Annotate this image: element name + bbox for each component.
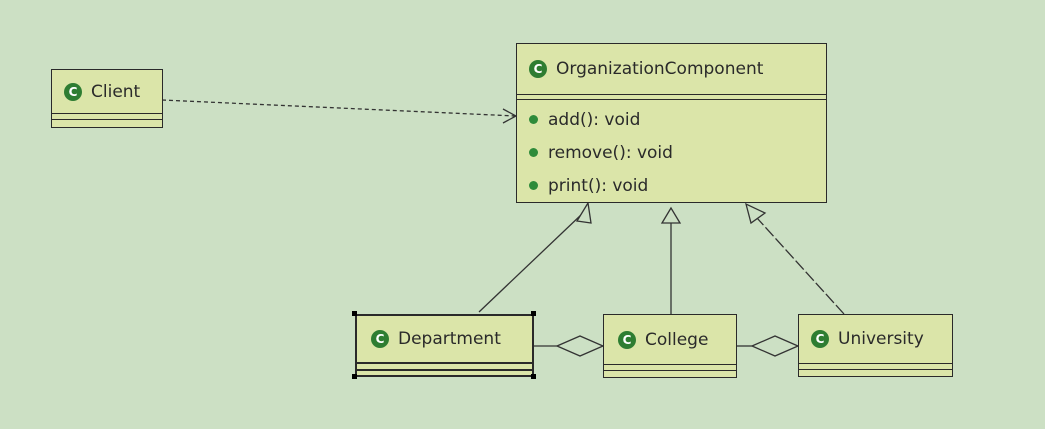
class-name: Client: [91, 81, 141, 102]
class-client[interactable]: C Client: [51, 69, 163, 128]
generalization-department[interactable]: [478, 201, 592, 313]
class-name: OrganizationComponent: [556, 59, 764, 79]
public-method-icon: [529, 148, 538, 157]
selection-handle[interactable]: [531, 374, 536, 379]
method-item[interactable]: remove(): void: [517, 136, 826, 169]
class-department[interactable]: C Department: [355, 314, 534, 377]
class-university[interactable]: C University: [798, 314, 953, 377]
class-icon: C: [811, 330, 829, 348]
selection-handle[interactable]: [352, 311, 357, 316]
method-signature: remove(): void: [548, 142, 673, 163]
class-icon: C: [618, 330, 636, 349]
method-list: add(): void remove(): void print(): void: [517, 100, 826, 202]
aggregation-college-university[interactable]: [737, 335, 800, 357]
class-name: College: [645, 329, 709, 350]
public-method-icon: [529, 181, 538, 190]
class-icon: C: [371, 330, 389, 348]
generalization-university[interactable]: [745, 202, 845, 315]
selection-handle[interactable]: [531, 311, 536, 316]
dependency-client-component[interactable]: [161, 99, 518, 124]
selection-handle[interactable]: [352, 374, 357, 379]
generalization-college[interactable]: [660, 206, 682, 314]
method-signature: add(): void: [548, 109, 641, 130]
method-item[interactable]: print(): void: [517, 169, 826, 202]
class-college[interactable]: C College: [603, 314, 737, 378]
aggregation-department-college[interactable]: [534, 335, 605, 357]
method-item[interactable]: add(): void: [517, 103, 826, 136]
public-method-icon: [529, 115, 538, 124]
class-organization-component[interactable]: C OrganizationComponent add(): void remo…: [516, 43, 827, 203]
method-signature: print(): void: [548, 175, 649, 196]
class-icon: C: [529, 60, 547, 78]
class-icon: C: [64, 82, 82, 101]
class-name: University: [838, 329, 924, 349]
class-name: Department: [398, 329, 501, 349]
